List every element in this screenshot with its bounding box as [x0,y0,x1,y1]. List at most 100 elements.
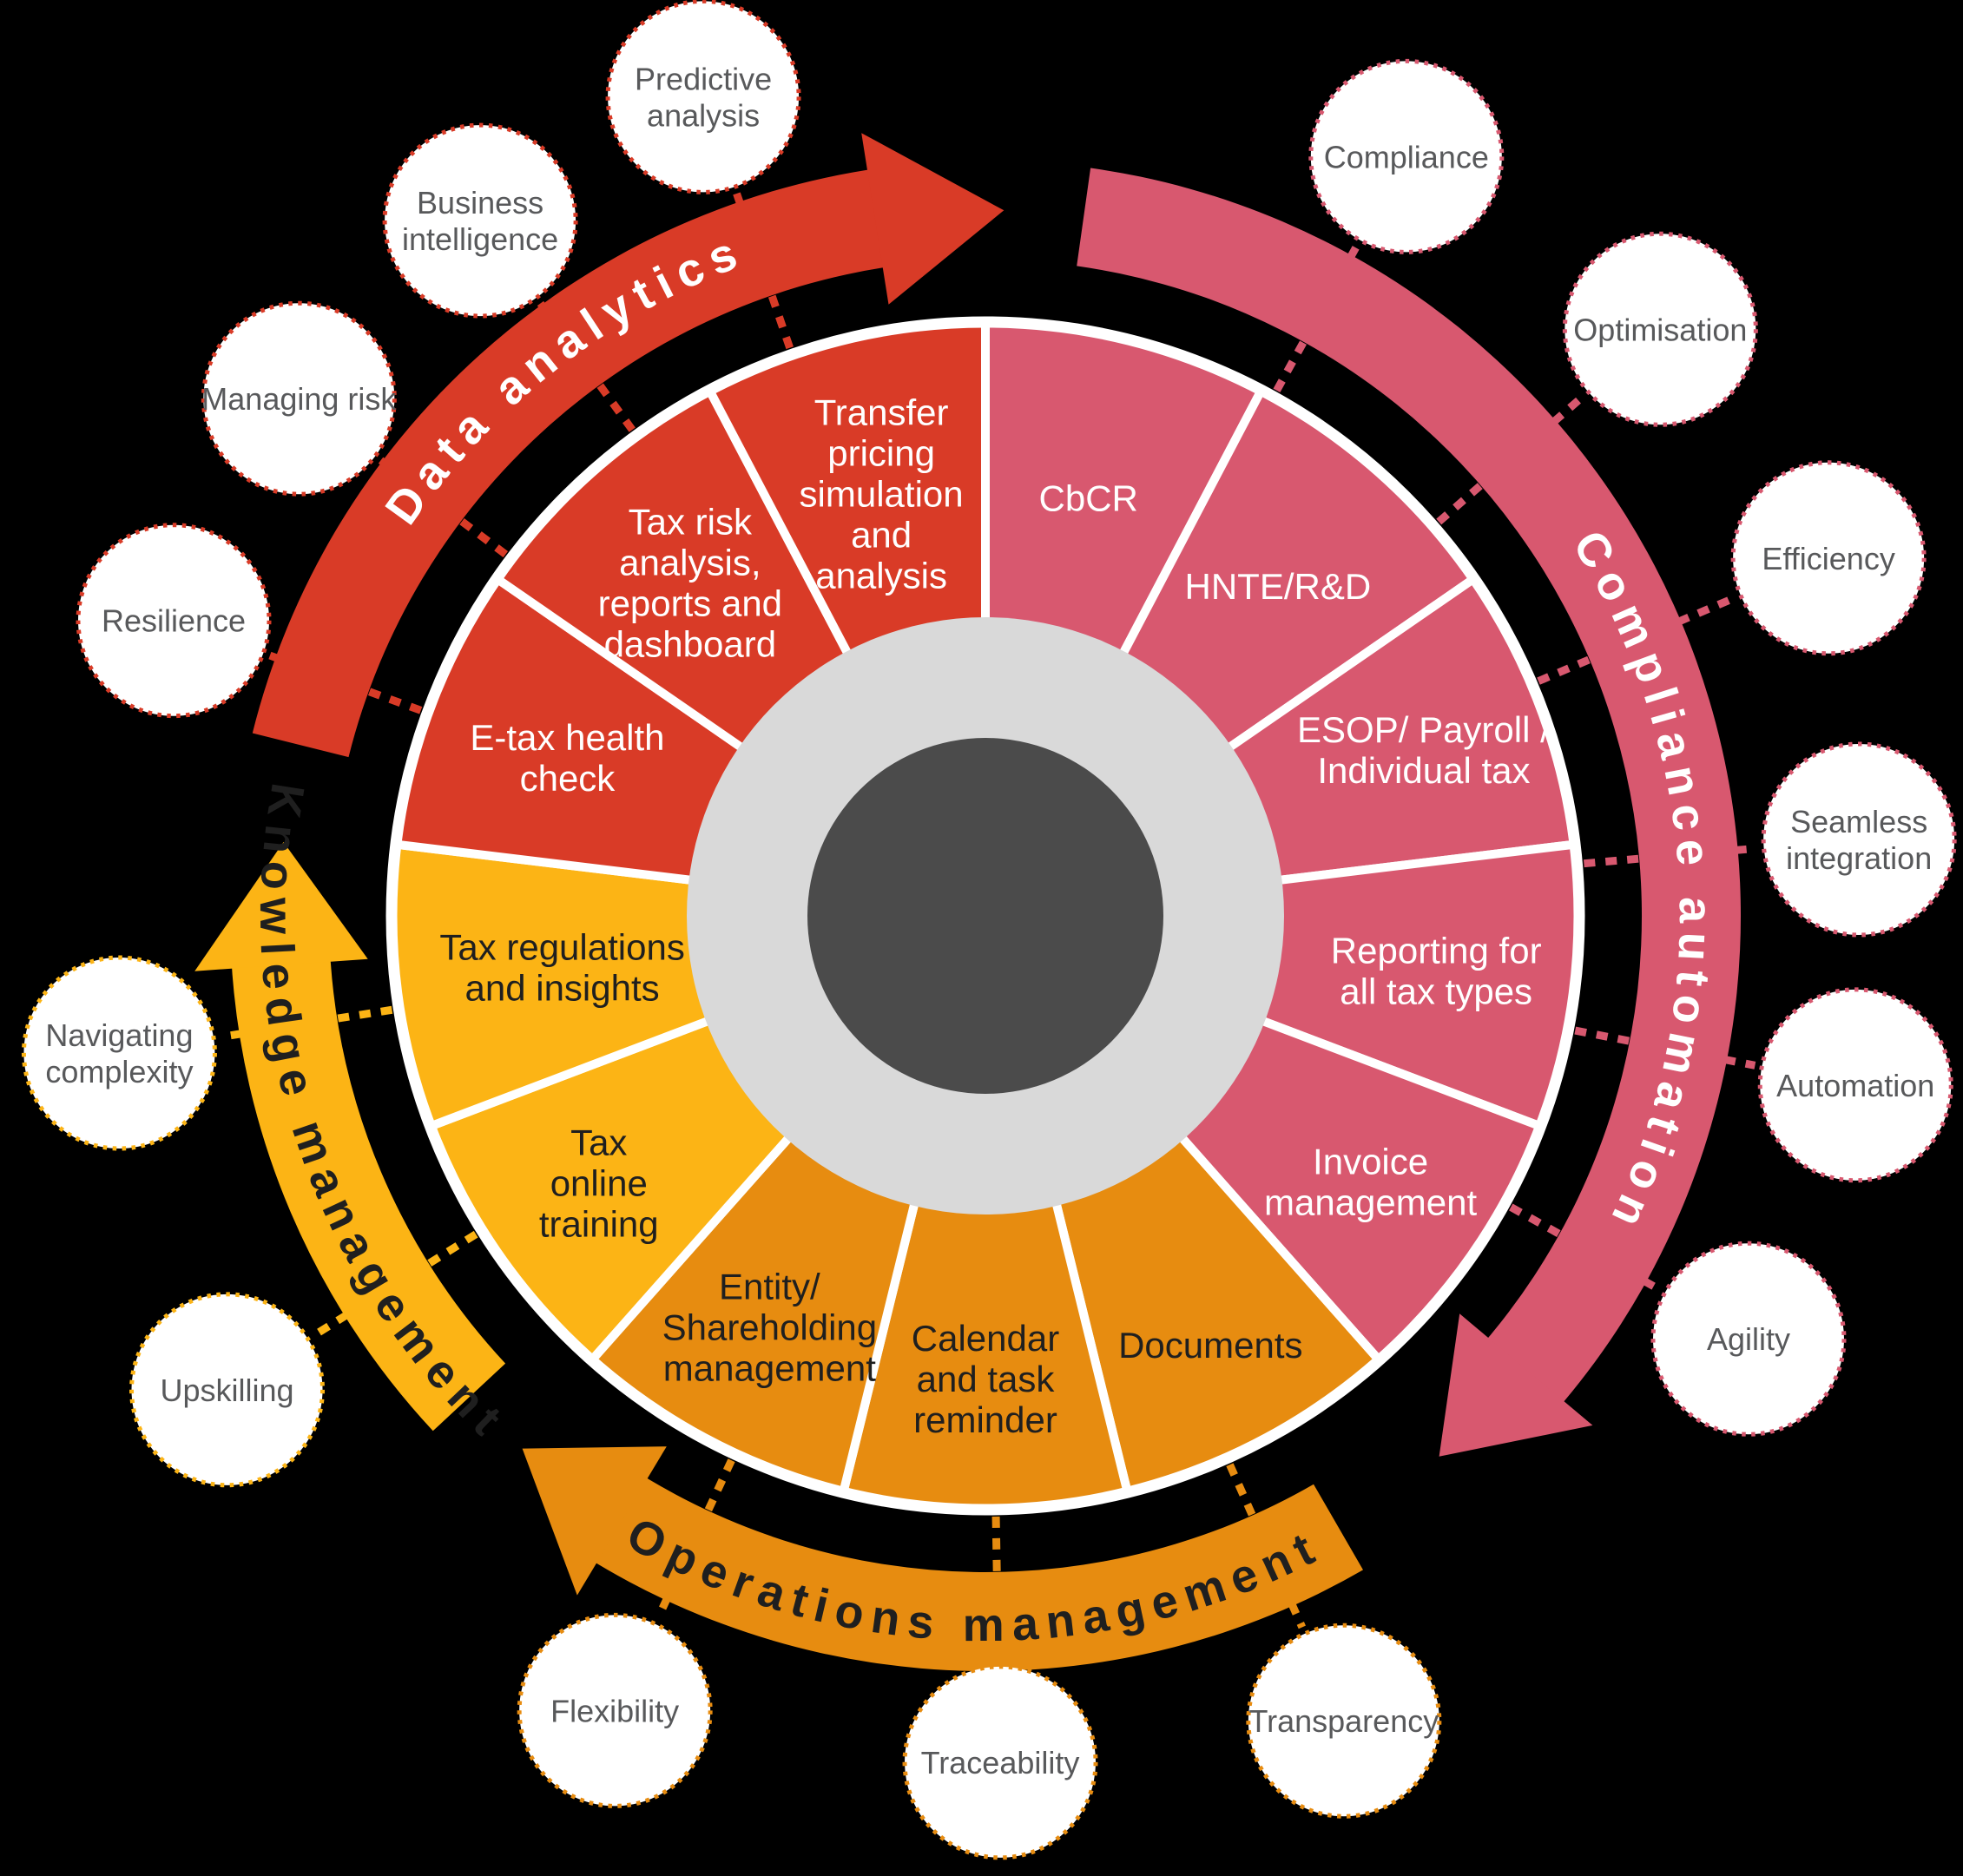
label-line: Upskilling [160,1372,293,1407]
label-line: analysis [647,97,760,133]
label-line: and [851,514,912,555]
satellite-label-efficiency: Efficiency [1762,540,1894,576]
label-line: E-tax health [470,716,664,757]
label-line: management [1264,1182,1477,1222]
label-line: and task [917,1359,1056,1399]
satellite-circle-predictive-analysis [605,0,801,194]
satellite-circle-business-intelligence [382,122,578,319]
satellite-transparency: Transparency [1246,1623,1442,1819]
label-line: Navigating [45,1017,193,1052]
label-line: Compliance [1324,139,1489,174]
satellite-label-agility: Agility [1707,1321,1790,1357]
segment-label-esop-payroll-individual-tax: ESOP/ Payroll /Individual tax [1297,709,1551,791]
label-line: analysis, [619,542,761,583]
satellite-circle-transparency [1246,1623,1442,1819]
label-line: Business [417,185,543,221]
satellite-circle-compliance [1308,58,1505,254]
label-line: Managing risk [201,381,397,417]
label-line: Tax [570,1122,627,1162]
label-line: Tax risk [629,501,753,542]
satellite-compliance: Compliance [1308,58,1505,254]
label-line: Transparency [1248,1703,1439,1739]
label-line: intelligence [402,221,558,257]
label-line: training [539,1203,659,1244]
label-line: simulation [800,473,964,514]
satellite-flexibility: Flexibility [517,1612,713,1808]
label-line: reports and [598,583,782,623]
satellite-resilience: Resilience [76,523,272,719]
label-line: Individual tax [1317,750,1530,791]
label-line: CbCR [1039,477,1138,518]
label-line: Flexibility [550,1693,679,1728]
satellite-circle-upskilling [129,1292,326,1488]
label-line: check [520,757,616,798]
satellite-agility: Agility [1650,1241,1847,1437]
satellite-managing-risk: Managing risk [201,300,397,497]
label-line: Optimisation [1573,312,1747,347]
label-line: all tax types [1340,971,1532,1011]
label-line: analysis [815,555,947,596]
satellite-circle-automation [1757,987,1953,1183]
label-line: Entity/ [719,1266,820,1307]
satellite-upskilling: Upskilling [129,1292,326,1488]
center-hub [807,738,1163,1094]
satellite-automation: Automation [1757,987,1953,1183]
segment-labels: CbCR HNTE/R&D ESOP/ Payroll /Individual ta… [439,392,1551,1439]
satellite-label-compliance: Compliance [1324,139,1489,174]
label-line: Traceability [921,1744,1080,1780]
satellite-efficiency: Efficiency [1730,460,1927,656]
arrow-band-knowledge-management [231,950,506,1432]
segment-label-hnte-rd: HNTE/R&D [1185,565,1372,606]
label-line: dashboard [604,623,777,664]
arrow-head-compliance-automation [1439,1313,1593,1457]
label-line: online [550,1162,648,1203]
label-line: pricing [827,432,935,473]
label-line: Reporting for [1331,930,1542,971]
label-line: management [663,1347,876,1388]
satellite-circle-optimisation [1562,231,1758,427]
label-line: ESOP/ Payroll / [1297,709,1551,750]
connector-flexibility [654,1458,735,1620]
label-line: Tax regulations [439,926,685,967]
arrow-band-operations-management [585,1472,1363,1671]
wheel-outer-border [385,316,1585,1516]
label-line: Efficiency [1762,540,1894,576]
connector-efficiency [1537,594,1736,685]
satellite-circle-flexibility [517,1612,713,1808]
satellite-circle-resilience [76,523,272,719]
satellite-label-upskilling: Upskilling [160,1372,293,1407]
arrow-head-data-analytics [861,133,1005,305]
arrow-head-knowledge-management [194,842,368,971]
label-line: Invoice [1313,1141,1428,1182]
satellite-circle-navigating-complexity [21,955,217,1151]
label-line: Transfer [814,392,949,432]
satellite-circle-efficiency [1730,460,1927,656]
label-line: Agility [1707,1321,1790,1357]
label-line: Shareholding [662,1307,878,1347]
satellite-traceability: Traceability [902,1664,1098,1860]
label-line: Predictive [635,61,772,96]
arrow-band-data-analytics [252,168,894,758]
arrow-band-compliance-automation [1077,168,1742,1412]
satellite-circle-seamless-integration [1761,741,1957,938]
satellite-label-transparency: Transparency [1248,1703,1439,1739]
label-line: Documents [1118,1325,1302,1366]
label-line: complexity [45,1053,193,1089]
label-line: reminder [913,1399,1057,1440]
satellite-circle-traceability [902,1664,1098,1860]
